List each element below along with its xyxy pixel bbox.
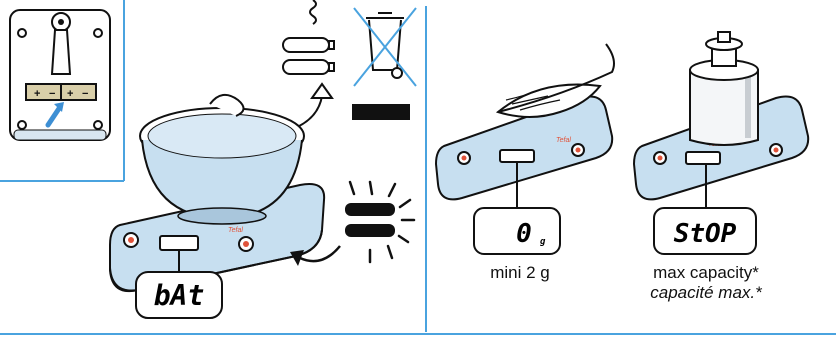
- scale-with-bowl: Tefal: [110, 95, 324, 291]
- scale-brand-feather: Tefal: [556, 137, 571, 144]
- min-caption: mini 2 g: [490, 263, 550, 282]
- battery-plus-1: +: [34, 88, 40, 100]
- lcd-zero-unit: g: [540, 237, 546, 247]
- lcd-stop-display: StOP: [654, 208, 756, 254]
- lcd-zero-text: 0: [516, 219, 532, 249]
- black-bar: [352, 104, 410, 120]
- battery-minus-1: −: [49, 88, 55, 100]
- blink-rays: [350, 182, 414, 262]
- lcd-stop-text: StOP: [674, 219, 737, 249]
- crossed-bin-icon: [354, 8, 416, 86]
- scale-with-feather: Tefal: [436, 44, 614, 208]
- lcd-zero-display: 0 g: [474, 208, 560, 254]
- battery-compartment-inset: + − + −: [10, 10, 110, 140]
- battery-plus-2: +: [67, 88, 73, 100]
- battery-pack-icon: [345, 203, 395, 237]
- battery-minus-2: −: [82, 88, 88, 100]
- max-caption-fr: capacité max.*: [650, 283, 763, 302]
- batteries-icon: [283, 0, 334, 74]
- scale-brand-left: Tefal: [228, 227, 243, 234]
- max-caption-en: max capacity*: [653, 263, 759, 282]
- lcd-bat-text: bAt: [154, 279, 205, 312]
- weight-icon: [690, 32, 758, 145]
- scale-with-weight: Tefal: [634, 32, 808, 208]
- lcd-bat-display: bAt: [136, 272, 222, 318]
